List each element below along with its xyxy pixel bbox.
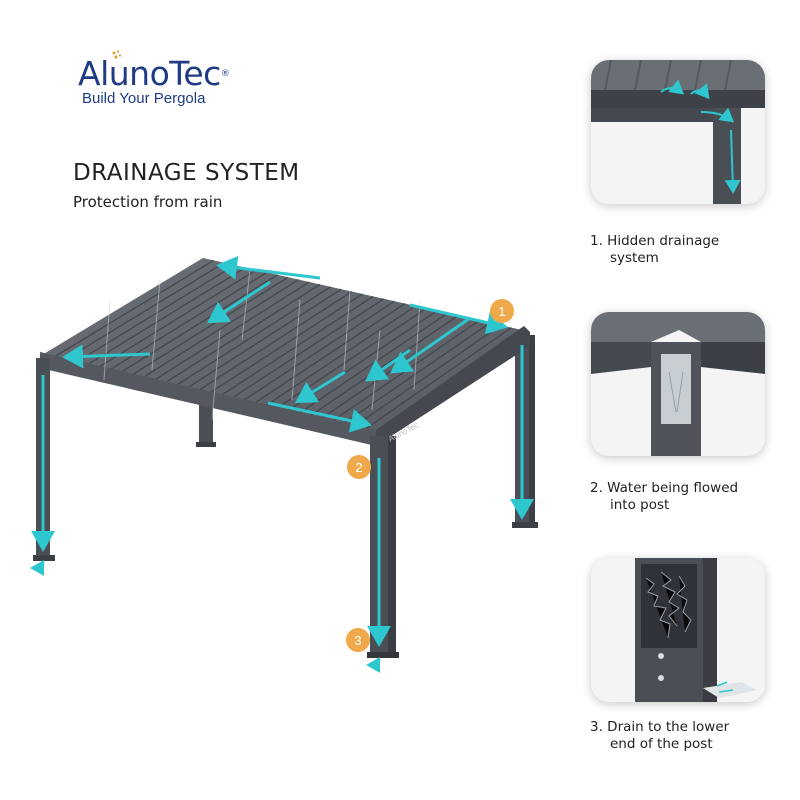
- detail-card-post-drain: [591, 558, 765, 702]
- louvre-slat: [253, 303, 406, 405]
- louvre-slat: [242, 300, 395, 402]
- brand-logo: AlunoTec® Build Your Pergola: [78, 50, 230, 107]
- louvre-slat: [197, 291, 353, 392]
- louvre-slat: [52, 259, 214, 359]
- louvre-slat: [141, 279, 300, 379]
- outflow-arrow: [366, 656, 381, 673]
- post-drain-detail-image: [591, 558, 765, 702]
- louvre-slat: [364, 327, 512, 430]
- marker-1: 1: [490, 299, 514, 323]
- louvre-slat: [130, 276, 289, 377]
- marker-2: 2: [347, 455, 371, 479]
- detail-card-post-inlet: [591, 312, 765, 456]
- front-beam-right: [376, 326, 530, 446]
- gutter-detail-image: [591, 60, 765, 204]
- rain-streaks: [103, 269, 421, 421]
- logo-wordmark: AlunoTec®: [78, 54, 230, 93]
- outflow-arrow: [30, 559, 45, 576]
- louvre-slat: [152, 281, 310, 382]
- svg-text:3: 3: [354, 633, 361, 648]
- svg-text:2: 2: [355, 460, 362, 475]
- marker-3: 3: [346, 628, 370, 652]
- louvre-slat: [342, 322, 491, 425]
- louvre-slat: [86, 267, 246, 366]
- page-subtitle: Protection from rain: [73, 193, 223, 211]
- svg-text:1: 1: [498, 304, 505, 319]
- louvre-roof: [42, 258, 522, 432]
- corner-post: [367, 436, 399, 658]
- detail-card-gutter: [591, 60, 765, 204]
- louvre-slat: [208, 293, 363, 395]
- post-inlet-detail-image: [591, 312, 765, 456]
- louvre-slat: [230, 298, 385, 400]
- louvre-slat: [75, 264, 236, 364]
- logo-dots-icon: [112, 50, 122, 59]
- louvre-slat: [186, 288, 342, 389]
- logo-tagline: Build Your Pergola: [82, 90, 206, 107]
- louvre-slat: [264, 305, 417, 407]
- louvre-slat: [63, 262, 225, 361]
- page-title: DRAINAGE SYSTEM: [73, 160, 300, 186]
- water-flow-arrows: [31, 255, 534, 647]
- pergola-illustration: AlunoTec 1 2 3: [30, 255, 538, 673]
- louvre-slat: [175, 286, 331, 387]
- right-post: [512, 335, 538, 528]
- louvre-slat: [353, 324, 502, 428]
- front-beam-left: [40, 352, 376, 446]
- louvre-slat: [97, 269, 257, 369]
- louvre-slat: [119, 274, 278, 374]
